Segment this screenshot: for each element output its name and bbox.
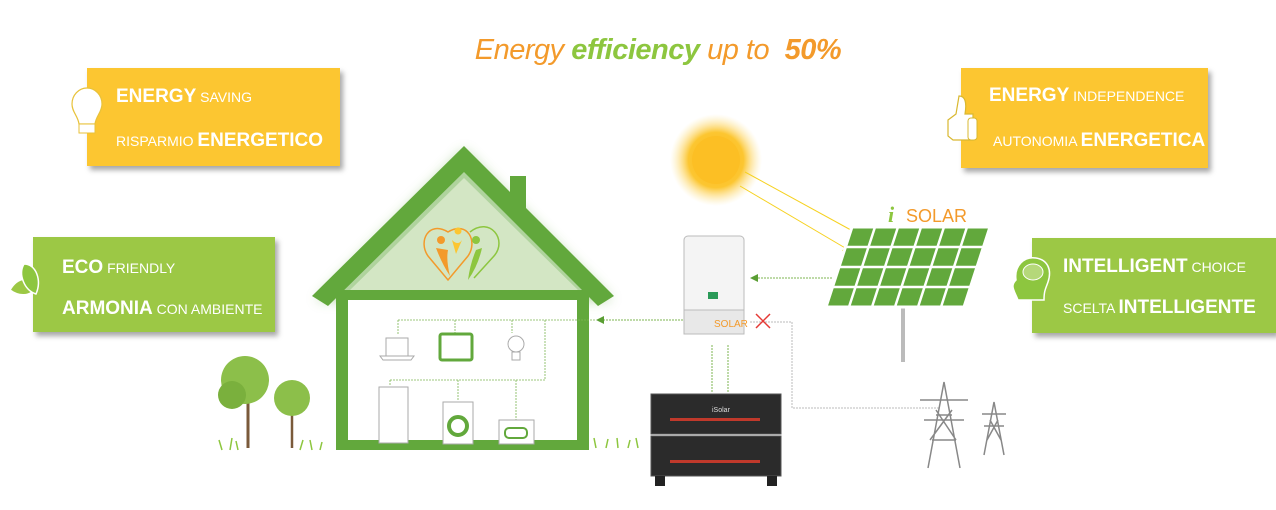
- lightbulb-icon: [71, 87, 103, 134]
- tv-icon: [438, 332, 474, 362]
- label-rest: CHOICE: [1191, 259, 1246, 275]
- power-pylon-icon: [920, 381, 1006, 469]
- appliance-icons: [378, 332, 535, 445]
- arrow-icon: [596, 316, 604, 324]
- power-lines: [598, 277, 832, 392]
- tree-icon: [218, 356, 310, 448]
- label-bold: ECO: [62, 257, 104, 278]
- label-rest: SCELTA: [1063, 300, 1115, 316]
- leaf-icon: [9, 263, 40, 296]
- arrow-icon: [750, 274, 758, 282]
- intelligent-choice-box: INTELLIGENT CHOICE SCELTA INTELLIGENTE: [1032, 238, 1276, 333]
- label-rest: AUTONOMIA: [993, 133, 1077, 149]
- inverter: SOLAR: [683, 235, 748, 335]
- label-rest: CON AMBIENTE: [156, 301, 263, 317]
- label-rest: FRIENDLY: [107, 260, 176, 276]
- solar-panel: SOLAR i: [823, 202, 993, 362]
- energy-independence-box: ENERGY INDEPENDENCE AUTONOMIA ENERGETICA: [961, 68, 1208, 168]
- label-rest: RISPARMIO: [116, 133, 194, 149]
- label-rest: SAVING: [200, 89, 253, 105]
- battery-logo: iSolar: [712, 407, 731, 414]
- house-wiring: [389, 319, 596, 420]
- sun-ray: [739, 185, 853, 253]
- fridge-icon: [378, 386, 409, 444]
- inverter-logo: SOLAR: [714, 319, 748, 330]
- eco-friendly-box: ECO FRIENDLY ARMONIA CON AMBIENTE: [33, 237, 275, 332]
- headline-value: 50%: [784, 34, 842, 66]
- label-bold: ENERGETICA: [1080, 130, 1206, 151]
- label-bold: ENERGY: [989, 85, 1070, 106]
- label-bold: INTELLIGENTE: [1118, 297, 1256, 318]
- label-rest: INDEPENDENCE: [1073, 88, 1185, 104]
- label-bold: INTELLIGENT: [1063, 256, 1188, 277]
- energy-saving-box: ENERGY SAVING RISPARMIO ENERGETICO: [87, 68, 340, 166]
- label-bold: ENERGY: [116, 86, 197, 107]
- headline-up-to: up to: [707, 34, 770, 66]
- isolar-logo-icon: i: [888, 202, 895, 227]
- headline-efficiency: efficiency: [571, 34, 700, 66]
- grid-line: [750, 321, 940, 409]
- house: [312, 146, 614, 450]
- grass-decoration: [218, 437, 639, 451]
- laptop-icon: [379, 337, 415, 361]
- head-brain-icon: [1012, 257, 1051, 301]
- thumbs-up-icon: [947, 95, 978, 141]
- family-heart-logo-icon: [423, 225, 500, 282]
- label-bold: ARMONIA: [62, 298, 153, 319]
- headline-energy: Energy: [474, 34, 564, 66]
- panel-logo: SOLAR: [906, 206, 967, 226]
- label-bold: ENERGETICO: [197, 130, 324, 151]
- sun-icon: [670, 114, 762, 206]
- disconnect-x-icon: [755, 313, 771, 329]
- headline: Energy efficiency up to 50%: [0, 34, 1276, 67]
- bulb-icon: [507, 335, 525, 353]
- battery-storage: iSolar: [650, 393, 782, 486]
- sun-ray: [744, 171, 861, 236]
